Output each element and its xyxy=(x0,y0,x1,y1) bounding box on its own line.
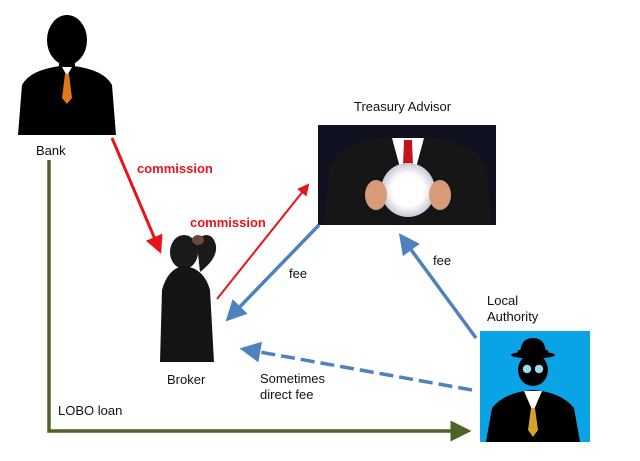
sometimes-direct-fee-line1: Sometimes xyxy=(260,371,326,386)
commission-label-broker: commission xyxy=(190,215,266,230)
commission-arrow-broker-to-advisor xyxy=(216,183,310,300)
fee-arrow-advisor-to-broker xyxy=(225,223,321,322)
broker-label: Broker xyxy=(167,372,206,387)
fee-label-advisor: fee xyxy=(289,266,308,281)
lobo-loan-arrow-bank-to-authority xyxy=(47,160,472,442)
commission-arrow-bank-to-broker xyxy=(110,137,163,254)
fee-arrow-authority-to-advisor xyxy=(398,233,478,340)
direct-fee-arrow-authority-to-broker xyxy=(239,341,473,392)
sometimes-direct-fee-line2: direct fee xyxy=(260,386,314,402)
commission-label-bank: commission xyxy=(137,161,213,176)
local-authority-label-line1: Local xyxy=(487,293,519,308)
local-authority-label: Local Authority xyxy=(487,293,567,324)
sometimes-direct-fee-label: Sometimes direct fee xyxy=(260,371,360,402)
treasury-advisor-label: Treasury Advisor xyxy=(354,99,452,114)
bank-label: Bank xyxy=(36,143,66,158)
local-authority-figure xyxy=(480,331,590,442)
lobo-loan-label: LOBO loan xyxy=(58,403,123,418)
broker-figure xyxy=(160,235,217,362)
local-authority-label-line2: Authority xyxy=(487,308,539,324)
fee-label-authority: fee xyxy=(433,253,452,268)
treasury-advisor-figure xyxy=(318,125,496,225)
bank-figure xyxy=(18,15,116,135)
